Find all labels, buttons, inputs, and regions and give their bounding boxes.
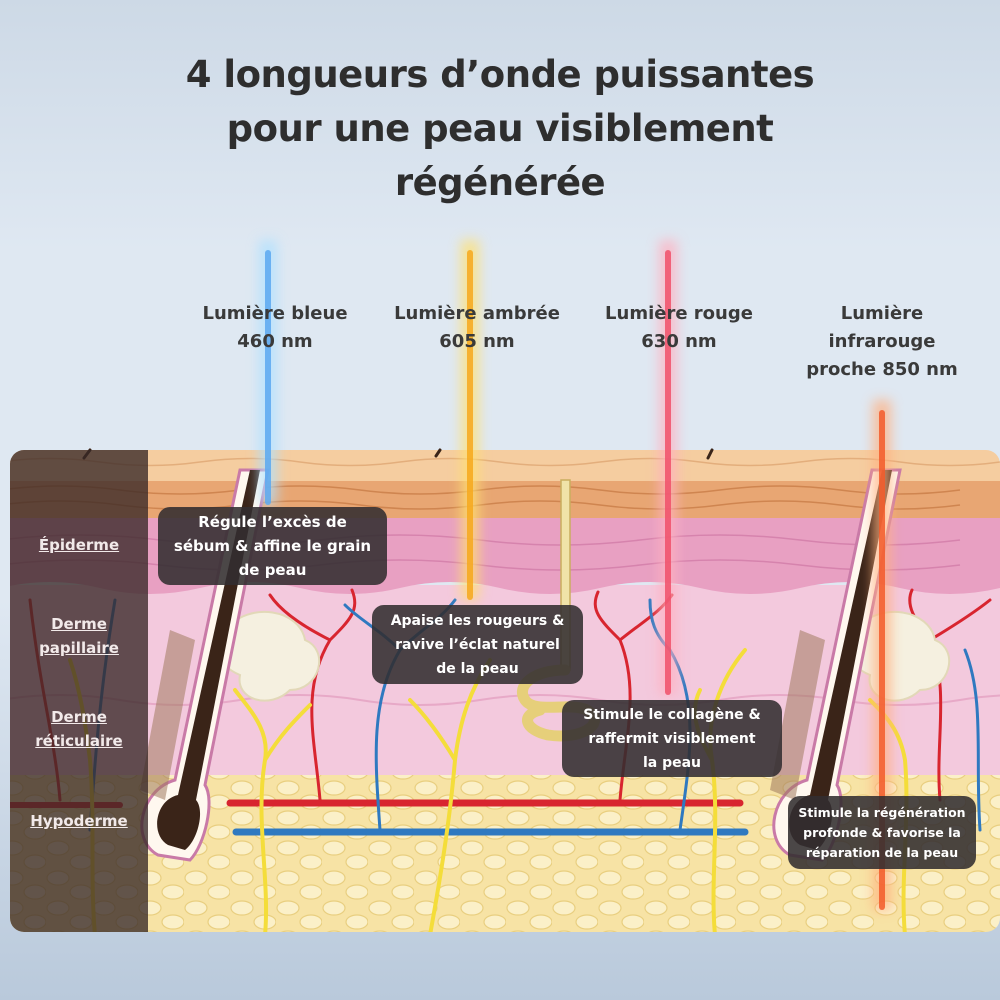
layer-label-3: Derme réticulaire [10, 705, 148, 753]
wavelength-label-line: 630 nm [641, 331, 717, 352]
layer-label-line: Épiderme [38, 536, 120, 554]
stratum-corneum-lines [10, 457, 1000, 467]
wavelength-label-line: Lumière ambrée [394, 303, 560, 324]
epidermis-band-lines [10, 485, 961, 510]
wavelength-label-3: Lumière rouge 630 nm [589, 300, 769, 356]
light-beams [259, 240, 891, 910]
wavelength-label-4: Lumière infrarouge proche 850 nm [792, 300, 972, 384]
wavelength-label-1: Lumière bleue 460 nm [185, 300, 365, 356]
layer-label-line: Derme [51, 615, 107, 633]
stratum-corneum [10, 450, 1000, 481]
callout-line: de peau [238, 561, 307, 579]
callout-text: Apaise les rougeurs & ravive l’éclat natu… [391, 609, 565, 681]
callout-line: sébum & affine le grain [173, 537, 372, 555]
wavelength-label-2: Lumière ambrée 605 nm [387, 300, 567, 356]
title-line-2: pour une peau visiblement [226, 107, 774, 150]
light-beam-4 [873, 400, 891, 910]
wavelength-label-line: 605 nm [439, 331, 515, 352]
layer-label-1: Épiderme [10, 533, 148, 557]
callout-line: la peau [642, 754, 702, 771]
callout-text: Stimule le collagène & raffermit visiblem… [583, 703, 761, 775]
callout-line: Apaise les rougeurs & [390, 612, 565, 629]
callout-1: Régule l’excès de sébum & affine le grain… [158, 507, 387, 585]
page-title: 4 longueurs d’onde puissantes pour une p… [0, 48, 1000, 210]
wavelength-label-line: 460 nm [237, 331, 313, 352]
callout-4: Stimule la régénération profonde & favori… [788, 796, 976, 869]
light-beam-3 [659, 240, 677, 695]
callout-text: Stimule la régénération profonde & favori… [798, 803, 965, 863]
light-beam-2 [461, 240, 479, 600]
light-beam-1 [259, 240, 277, 505]
layer-label-line: Hypoderme [30, 812, 128, 830]
wavelength-label-line: Lumière rouge [605, 303, 753, 324]
callout-line: profonde & favorise la [803, 824, 961, 840]
callout-text: Régule l’excès de sébum & affine le grain… [174, 510, 371, 582]
wavelength-label-line: Lumière [840, 303, 924, 324]
callout-2: Apaise les rougeurs & ravive l’éclat natu… [372, 605, 583, 684]
callout-line: réparation de la peau [805, 844, 959, 860]
layer-label-panel [10, 450, 148, 932]
title-line-3: régénérée [394, 161, 606, 204]
wavelength-label-line: Lumière bleue [202, 303, 348, 324]
layer-label-line: réticulaire [35, 732, 123, 750]
epidermis-brown-band [10, 478, 1000, 518]
layer-label-2: Derme papillaire [10, 612, 148, 660]
callout-line: Stimule le collagène & [583, 706, 761, 723]
callout-line: ravive l’éclat naturel [395, 636, 560, 653]
callout-line: raffermit visiblement [588, 730, 756, 747]
callout-line: Régule l’excès de [198, 513, 347, 531]
wavelength-label-line: proche 850 nm [806, 359, 958, 380]
callout-3: Stimule le collagène & raffermit visiblem… [562, 700, 782, 777]
layer-label-line: papillaire [39, 639, 119, 657]
callout-line: de la peau [436, 660, 519, 677]
layer-label-4: Hypoderme [10, 809, 148, 833]
layer-label-line: Derme [51, 708, 107, 726]
callout-line: Stimule la régénération [798, 804, 966, 820]
title-line-1: 4 longueurs d’onde puissantes [185, 53, 815, 96]
wavelength-label-line: infrarouge [828, 331, 936, 352]
